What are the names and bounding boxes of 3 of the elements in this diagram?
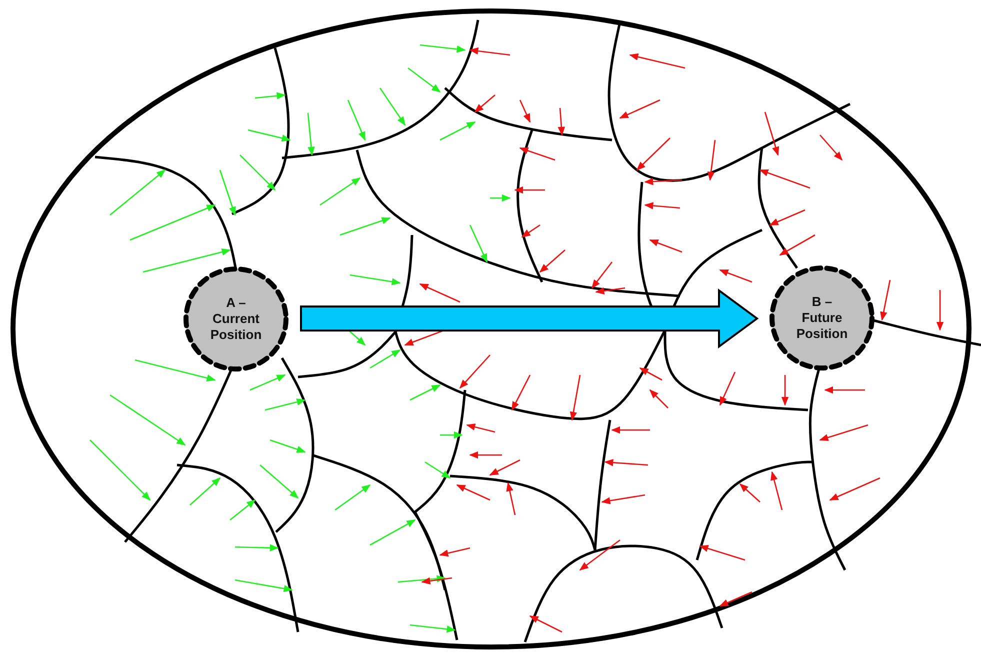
position-circle: A – Current Position: [183, 266, 289, 372]
position-circle: B – Future Position: [769, 265, 875, 371]
block-arrow: [300, 288, 759, 348]
